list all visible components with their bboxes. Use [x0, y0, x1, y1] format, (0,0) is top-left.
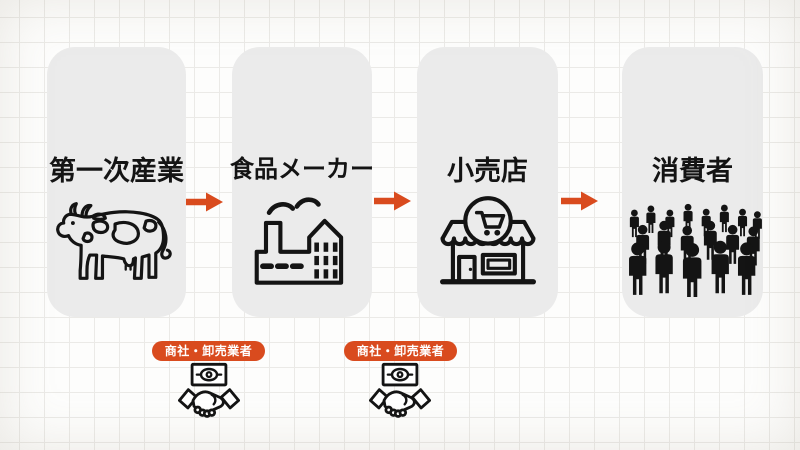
flow-arrow-icon [561, 191, 598, 211]
stage-title: 食品メーカー [230, 155, 374, 183]
flow-arrow-icon [186, 192, 223, 212]
factory-icon [254, 197, 344, 285]
stage-card-food-maker: 食品メーカー [230, 47, 374, 317]
handshake-banknote-icon [369, 362, 431, 418]
stage-title: 第一次産業 [49, 156, 184, 187]
cow-icon [55, 202, 172, 280]
stage-card-retail-store: 小売店 [417, 47, 558, 317]
intermediary-badge: 商社・卸売業者 [344, 341, 457, 361]
storefront-icon [439, 196, 536, 285]
handshake-banknote-icon [178, 362, 240, 418]
intermediary-badge: 商社・卸売業者 [152, 341, 265, 361]
stage-card-consumers: 消費者 [622, 47, 763, 317]
flow-arrow-icon [374, 191, 411, 211]
stage-title: 小売店 [447, 156, 528, 187]
stage-title: 消費者 [652, 156, 733, 187]
stage-card-primary-industry: 第一次産業 [47, 47, 186, 317]
crowd-icon [628, 203, 762, 297]
